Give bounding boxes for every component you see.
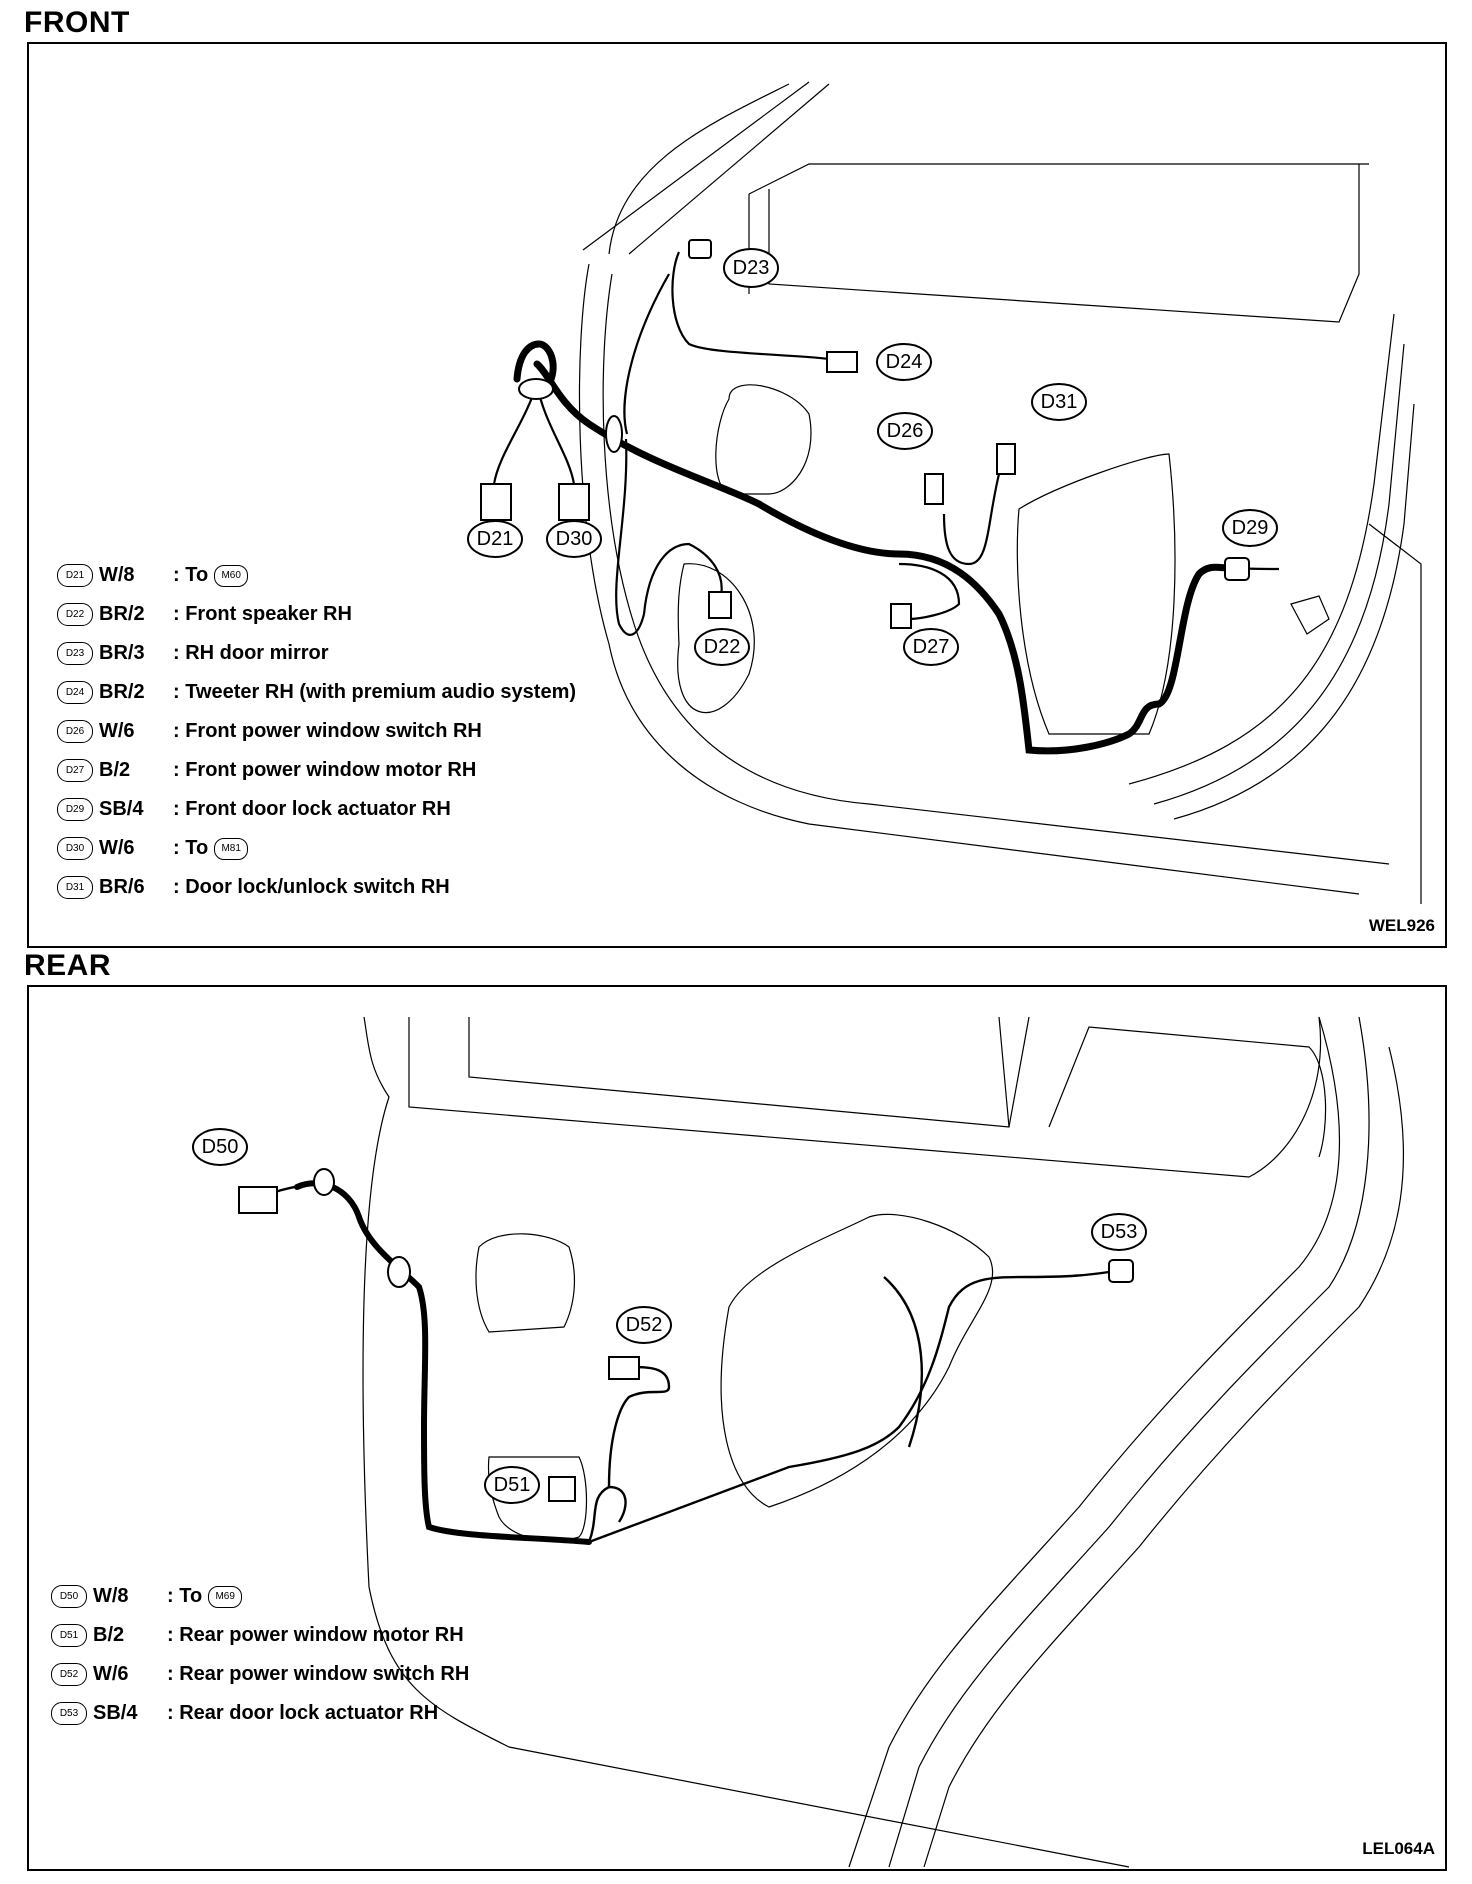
connector-code: D26: [57, 720, 93, 743]
connector-desc: : To: [173, 837, 209, 859]
connector-desc: : Front power window motor RH: [173, 759, 477, 781]
connector-spec: W/6: [99, 837, 135, 859]
legend-row: D27 B/2 : Front power window motor RH: [57, 751, 576, 790]
connector-desc: : Rear door lock actuator RH: [167, 1702, 439, 1724]
label-d29: D29: [1232, 517, 1269, 539]
connector-code: D53: [51, 1702, 87, 1725]
connector-spec: W/6: [93, 1663, 129, 1685]
connector-spec: BR/2: [99, 603, 145, 625]
front-reference-code: WEL926: [1368, 916, 1435, 935]
legend-row: D23 BR/3 : RH door mirror: [57, 634, 576, 673]
label-d22: D22: [704, 636, 741, 658]
legend-row: D51 B/2 : Rear power window motor RH: [51, 1616, 469, 1655]
label-d26: D26: [887, 420, 924, 442]
legend-row: D26 W/6 : Front power window switch RH: [57, 712, 576, 751]
connector-code: D22: [57, 603, 93, 626]
label-d50: D50: [202, 1136, 239, 1158]
connector-spec: SB/4: [99, 798, 144, 820]
connector-desc: : Front speaker RH: [173, 603, 352, 625]
label-d24: D24: [886, 351, 923, 373]
front-door-harness-drawing: D23 D24 D26 D31 D29 D21 D30 D22 D27: [467, 81, 1422, 904]
connector-code: D30: [57, 837, 93, 860]
connector-desc: : Tweeter RH (with premium audio system): [173, 681, 577, 703]
connector-code: D27: [57, 759, 93, 782]
rear-door-harness-drawing: D50 D53 D52 D51: [192, 1016, 1404, 1868]
label-d27: D27: [913, 636, 950, 658]
connector-spec: W/6: [99, 720, 135, 742]
connector-spec: B/2: [93, 1624, 125, 1646]
connector-desc: : To: [167, 1585, 203, 1607]
legend-row: D31 BR/6 : Door lock/unlock switch RH: [57, 868, 576, 907]
connector-code: D50: [51, 1585, 87, 1608]
label-d51: D51: [494, 1474, 531, 1496]
connector-spec: BR/2: [99, 681, 145, 703]
legend-row: D52 W/6 : Rear power window switch RH: [51, 1655, 469, 1694]
connector-spec: B/2: [99, 759, 131, 781]
connector-desc: : Front door lock actuator RH: [173, 798, 451, 820]
connector-spec: SB/4: [93, 1702, 138, 1724]
connector-code: D23: [57, 642, 93, 665]
label-d53: D53: [1101, 1221, 1138, 1243]
connector-spec: BR/3: [99, 642, 145, 664]
destination-code: M60: [214, 564, 249, 587]
connector-spec: BR/6: [99, 876, 145, 898]
connector-desc: : Rear power window motor RH: [167, 1624, 464, 1646]
rear-reference-code: LEL064A: [1362, 1839, 1435, 1858]
label-d30: D30: [556, 528, 593, 550]
connector-code: D51: [51, 1624, 87, 1647]
connector-code: D31: [57, 876, 93, 899]
connector-code: D21: [57, 564, 93, 587]
label-d31: D31: [1041, 391, 1078, 413]
legend-row: D22 BR/2 : Front speaker RH: [57, 595, 576, 634]
connector-desc: : To: [173, 564, 209, 586]
label-d23: D23: [733, 257, 770, 279]
destination-code: M81: [214, 837, 249, 860]
legend-row: D24 BR/2 : Tweeter RH (with premium audio …: [57, 673, 576, 712]
connector-code: D52: [51, 1663, 87, 1686]
connector-spec: W/8: [99, 564, 135, 586]
legend-row: D29 SB/4 : Front door lock actuator RH: [57, 790, 576, 829]
label-d21: D21: [477, 528, 514, 550]
connector-code: D24: [57, 681, 93, 704]
connector-desc: : Front power window switch RH: [173, 720, 482, 742]
connector-desc: : Rear power window switch RH: [167, 1663, 470, 1685]
connector-desc: : Door lock/unlock switch RH: [173, 876, 450, 898]
destination-code: M69: [208, 1585, 243, 1608]
front-section-title: FRONT: [24, 6, 130, 39]
connector-desc: : RH door mirror: [173, 642, 329, 664]
connector-code: D29: [57, 798, 93, 821]
legend-row: D53 SB/4 : Rear door lock actuator RH: [51, 1694, 469, 1733]
connector-spec: W/8: [93, 1585, 129, 1607]
label-d52: D52: [626, 1314, 663, 1336]
rear-section-title: REAR: [24, 949, 112, 982]
